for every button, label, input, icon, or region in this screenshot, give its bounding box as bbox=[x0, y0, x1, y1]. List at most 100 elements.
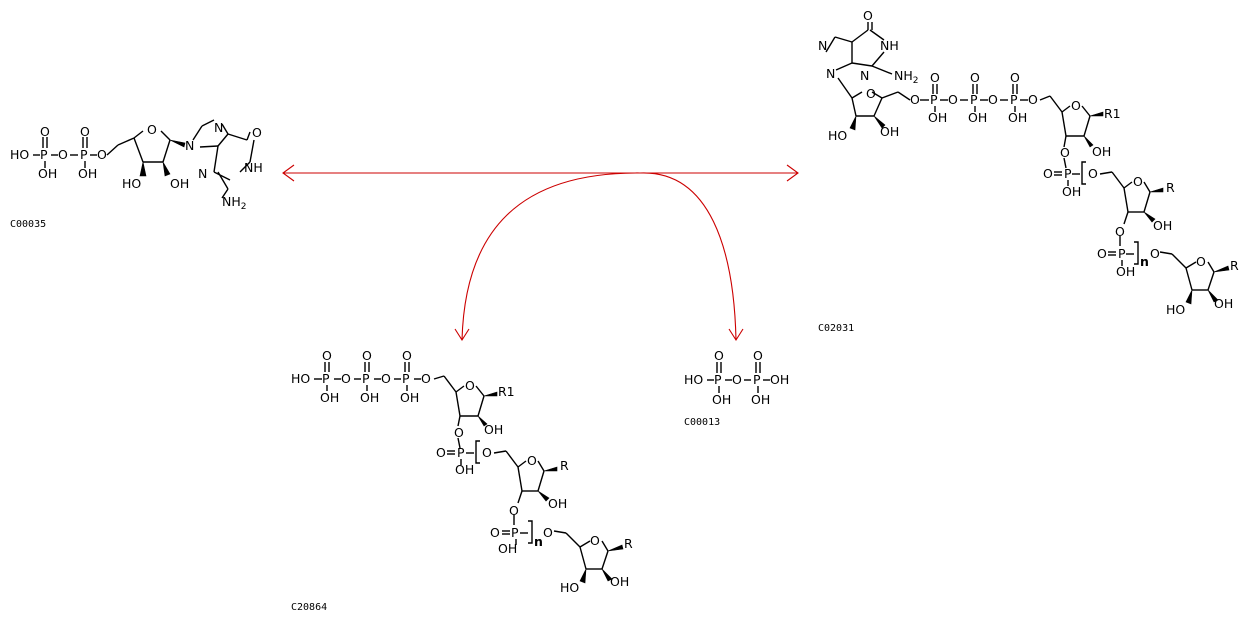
svg-text:O: O bbox=[1150, 246, 1160, 261]
svg-text:OH: OH bbox=[455, 462, 474, 477]
svg-text:OH: OH bbox=[38, 166, 57, 181]
left-arrowhead bbox=[282, 164, 295, 182]
svg-text:R: R bbox=[560, 458, 569, 473]
svg-text:OH: OH bbox=[1092, 144, 1111, 159]
svg-text:HO: HO bbox=[122, 176, 141, 191]
svg-text:OH: OH bbox=[400, 390, 419, 405]
svg-text:OH: OH bbox=[968, 110, 987, 125]
svg-text:HO: HO bbox=[828, 128, 847, 143]
svg-text:OH: OH bbox=[360, 390, 379, 405]
svg-text:O: O bbox=[252, 125, 262, 140]
svg-text:R1: R1 bbox=[1104, 106, 1121, 121]
svg-text:O: O bbox=[436, 445, 446, 460]
svg-text:HO: HO bbox=[1166, 302, 1185, 317]
svg-text:O: O bbox=[1028, 92, 1038, 107]
svg-text:P: P bbox=[511, 525, 519, 540]
svg-text:OH: OH bbox=[78, 166, 97, 181]
svg-text:OH: OH bbox=[770, 372, 789, 387]
svg-text:O: O bbox=[1196, 254, 1206, 269]
svg-text:O: O bbox=[1115, 224, 1125, 239]
curved-arrow-to-c00013 bbox=[639, 172, 737, 341]
svg-text:HO: HO bbox=[10, 147, 29, 162]
svg-text:OH: OH bbox=[1116, 264, 1135, 279]
svg-text:O: O bbox=[402, 348, 412, 363]
svg-text:P: P bbox=[457, 445, 465, 460]
svg-text:N: N bbox=[185, 138, 194, 153]
svg-text:O: O bbox=[1097, 246, 1107, 261]
svg-text:OH: OH bbox=[498, 541, 517, 556]
molecule-c20864: HO P O P O P O O O O OH OH OH O R1 OH O … bbox=[291, 348, 633, 595]
svg-text:OH: OH bbox=[1062, 184, 1081, 199]
svg-text:P: P bbox=[970, 92, 978, 107]
svg-text:P: P bbox=[714, 372, 722, 387]
svg-text:OH: OH bbox=[548, 496, 567, 511]
svg-text:P: P bbox=[753, 372, 761, 387]
svg-text:O: O bbox=[1071, 98, 1081, 113]
svg-text:OH: OH bbox=[170, 176, 189, 191]
svg-text:P: P bbox=[362, 371, 370, 386]
compound-id-c00013: C00013 bbox=[684, 417, 720, 428]
svg-text:OH: OH bbox=[1214, 296, 1233, 311]
svg-text:O: O bbox=[753, 348, 763, 363]
svg-text:O: O bbox=[490, 525, 500, 540]
svg-text:NH: NH bbox=[244, 160, 263, 175]
svg-text:O: O bbox=[147, 122, 157, 137]
svg-text:NH2: NH2 bbox=[894, 68, 918, 86]
svg-text:O: O bbox=[910, 92, 920, 107]
svg-text:O: O bbox=[543, 525, 553, 540]
compound-id-c00035: C00035 bbox=[10, 219, 46, 230]
svg-text:O: O bbox=[866, 86, 876, 101]
svg-text:OH: OH bbox=[1153, 218, 1172, 233]
svg-text:HO: HO bbox=[684, 372, 703, 387]
svg-text:O: O bbox=[58, 147, 68, 162]
svg-text:O: O bbox=[421, 371, 431, 386]
svg-text:HO: HO bbox=[291, 371, 310, 386]
svg-text:NH: NH bbox=[880, 38, 899, 53]
svg-text:P: P bbox=[80, 147, 88, 162]
svg-text:O: O bbox=[732, 372, 742, 387]
svg-text:O: O bbox=[970, 70, 980, 85]
svg-text:P: P bbox=[40, 147, 48, 162]
svg-text:P: P bbox=[1064, 166, 1072, 181]
svg-text:O: O bbox=[454, 425, 464, 440]
svg-text:O: O bbox=[930, 70, 940, 85]
svg-text:O: O bbox=[988, 92, 998, 107]
curved-arrow-head-c20864 bbox=[454, 328, 470, 342]
svg-text:P: P bbox=[1118, 246, 1126, 261]
reaction-arrows bbox=[282, 164, 799, 342]
svg-text:OH: OH bbox=[712, 392, 731, 407]
svg-text:NH2: NH2 bbox=[222, 194, 246, 212]
svg-text:P: P bbox=[402, 371, 410, 386]
svg-text:O: O bbox=[1088, 166, 1098, 181]
svg-text:HO: HO bbox=[560, 580, 579, 595]
svg-text:OH: OH bbox=[751, 392, 770, 407]
svg-text:O: O bbox=[590, 533, 600, 548]
svg-text:O: O bbox=[509, 503, 519, 518]
svg-text:O: O bbox=[1043, 166, 1053, 181]
svg-text:R1: R1 bbox=[498, 384, 515, 399]
svg-text:O: O bbox=[714, 348, 724, 363]
svg-text:O: O bbox=[948, 92, 958, 107]
svg-text:n: n bbox=[534, 534, 543, 549]
molecule-c00013: HO P O P OH O O OH OH bbox=[684, 348, 789, 407]
svg-text:O: O bbox=[322, 348, 332, 363]
curved-arrow-to-c20864 bbox=[461, 172, 641, 341]
compound-id-c02031: C02031 bbox=[818, 323, 854, 334]
svg-text:O: O bbox=[527, 453, 537, 468]
svg-text:O: O bbox=[1060, 145, 1070, 160]
svg-text:O: O bbox=[362, 348, 372, 363]
curved-arrow-head-c00013 bbox=[728, 328, 744, 342]
svg-text:OH: OH bbox=[484, 422, 503, 437]
svg-text:O: O bbox=[863, 8, 873, 23]
svg-text:O: O bbox=[40, 124, 50, 139]
molecule-c02031: O NH NH2 N N N O HO OH O P O P O P O O O… bbox=[818, 8, 1239, 317]
right-arrowhead bbox=[786, 164, 799, 182]
svg-text:N: N bbox=[198, 166, 207, 181]
svg-text:N: N bbox=[818, 38, 827, 53]
svg-text:O: O bbox=[482, 445, 492, 460]
svg-text:N: N bbox=[826, 66, 835, 81]
svg-text:R: R bbox=[1230, 258, 1239, 273]
svg-text:O: O bbox=[80, 124, 90, 139]
svg-text:O: O bbox=[1010, 70, 1020, 85]
